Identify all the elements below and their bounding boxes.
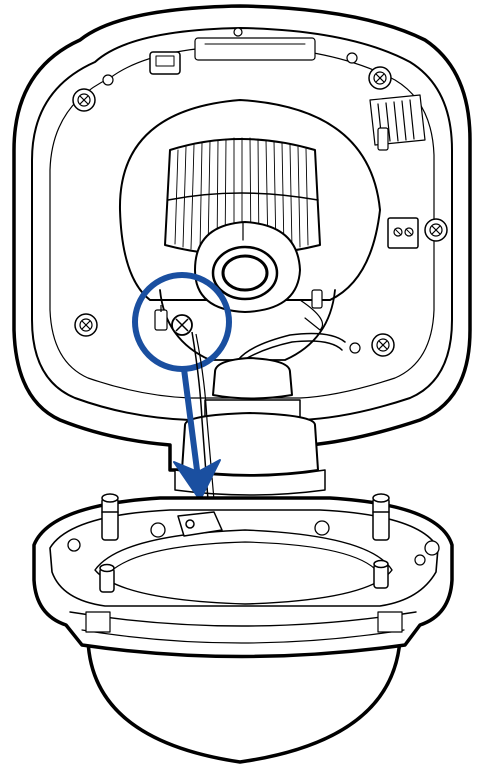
standoff-post-left — [101, 493, 119, 541]
ground-screw-icon — [154, 305, 193, 336]
lens-module — [118, 99, 381, 369]
standoff-post-front-right — [373, 559, 389, 589]
side-clip — [377, 127, 389, 151]
corner-screw-top-right — [368, 66, 392, 90]
rim-screw — [67, 538, 81, 552]
standoff-post-front-left — [99, 563, 115, 593]
dome-notch — [85, 611, 111, 633]
corner-screw-bottom-right — [371, 333, 395, 357]
callout-arrowhead — [173, 459, 221, 501]
rim-screw — [424, 540, 440, 556]
corner-screw-right — [424, 218, 448, 242]
dome-cover — [32, 493, 454, 764]
rim-screw — [314, 520, 330, 536]
mount-hole — [102, 74, 114, 86]
callout-arrow-line — [181, 366, 200, 473]
mount-hole — [346, 52, 358, 64]
terminal-block — [387, 217, 419, 249]
dome-bubble — [86, 638, 402, 764]
rim-screw — [150, 522, 166, 538]
lens-glass — [221, 254, 269, 292]
dome-notch — [377, 611, 403, 633]
mount-hole — [349, 342, 361, 354]
tether-anchor — [177, 511, 223, 537]
corner-screw-bottom-left — [74, 313, 98, 337]
top-connector — [149, 37, 316, 75]
standoff-post-right — [372, 493, 390, 541]
corner-screw-top-left — [72, 88, 96, 112]
rim-screw — [414, 554, 426, 566]
lens-cable — [237, 332, 346, 361]
mount-hole — [233, 27, 243, 37]
